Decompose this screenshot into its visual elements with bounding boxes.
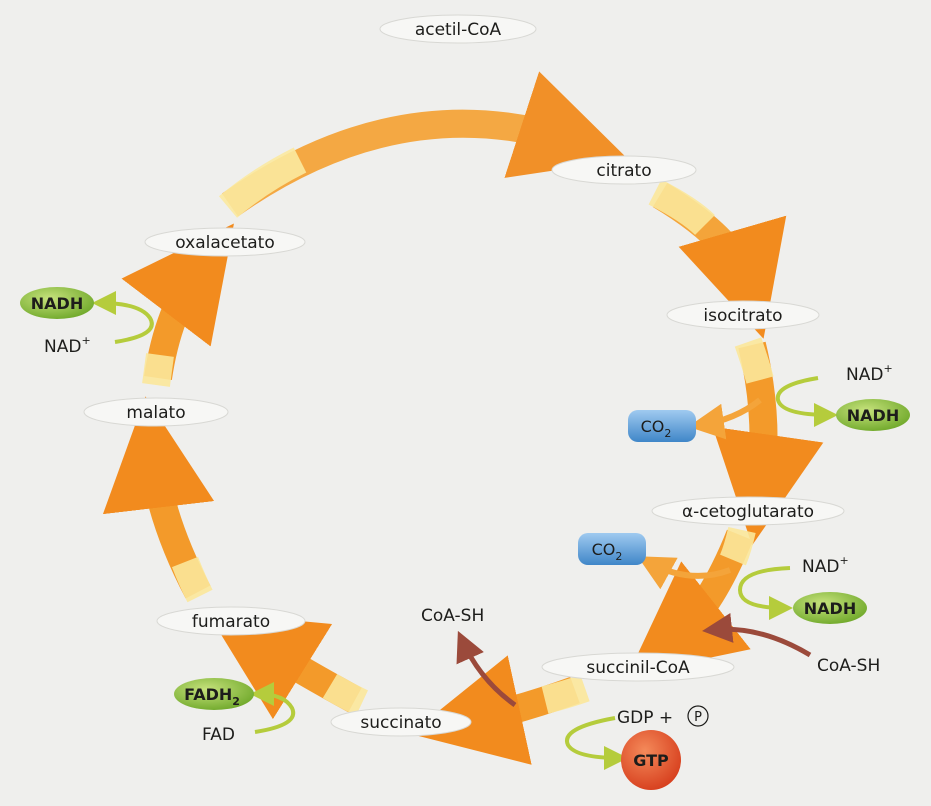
arrow-co2-ketoglutarate xyxy=(637,556,732,590)
node-citrate: citrato xyxy=(551,155,697,185)
node-succinate: succinato xyxy=(330,707,472,737)
phosphate-label: P xyxy=(694,710,702,725)
node-isocitrate: isocitrato xyxy=(666,300,820,330)
co2-pill-ketoglutarate: CO2 xyxy=(578,533,646,565)
cycle-arrows xyxy=(102,45,824,765)
nad-label-ketoglutarate: NAD+ xyxy=(802,554,849,577)
intermediate-nodes: acetil-CoA citrato isocitrato α-cetoglut… xyxy=(83,14,845,737)
side-arrows xyxy=(92,291,838,770)
label-fumarate: fumarato xyxy=(192,612,270,632)
fadh2-pill: FADH2 xyxy=(174,678,254,710)
arrow-fad-to-fadh2 xyxy=(250,682,296,734)
node-acetyl-coa: acetil-CoA xyxy=(379,14,537,44)
node-oxaloacetate: oxalacetato xyxy=(144,227,306,257)
nadh-label-left: NADH xyxy=(31,294,83,313)
gtp-label: GTP xyxy=(633,751,669,770)
node-alpha-ketoglutarate: α-cetoglutarato xyxy=(651,496,845,526)
label-oxaloacetate: oxalacetato xyxy=(175,233,274,253)
label-succinate: succinato xyxy=(360,713,441,733)
gdp-label: GDP + xyxy=(617,708,673,728)
node-fumarate: fumarato xyxy=(156,606,306,636)
arrow-coa-sh-out xyxy=(456,630,517,708)
nadh-label-isocitrate: NADH xyxy=(847,406,899,425)
arrow-nad-to-nadh-isocitrate xyxy=(775,376,838,427)
gtp-ball: GTP xyxy=(621,730,681,790)
arrow-co2-isocitrate xyxy=(688,397,762,440)
label-isocitrate: isocitrato xyxy=(703,306,782,326)
nad-label-isocitrate: NAD+ xyxy=(846,362,893,385)
label-alpha-ketoglutarate: α-cetoglutarato xyxy=(682,502,814,522)
label-malate: malato xyxy=(126,403,185,423)
arrow-gdp-to-gtp xyxy=(565,716,628,770)
co2-pill-isocitrate: CO2 xyxy=(628,410,696,442)
node-malate: malato xyxy=(83,397,229,427)
nadh-pill-ketoglutarate: NADH xyxy=(793,592,867,624)
nadh-pill-left: NADH xyxy=(20,287,94,319)
arrow-nad-to-nadh-left xyxy=(92,291,154,344)
co2-label-isocitrate: CO2 xyxy=(641,417,672,440)
fadh2-label: FADH2 xyxy=(184,685,240,708)
node-succinyl-coa: succinil-CoA xyxy=(541,652,735,682)
label-citrate: citrato xyxy=(596,161,651,181)
co2-label-ketoglutarate: CO2 xyxy=(592,540,623,563)
fad-label: FAD xyxy=(202,725,235,745)
label-acetyl-coa: acetil-CoA xyxy=(415,20,502,40)
nadh-pill-isocitrate: NADH xyxy=(836,399,910,431)
arrow-nad-to-nadh-ketoglutarate xyxy=(737,566,793,620)
nad-label-left: NAD+ xyxy=(44,334,91,357)
cofactors: NADH NAD+ NAD+ NADH CO2 CO2 NAD+ NADH Co… xyxy=(20,287,910,790)
phosphate-icon: P xyxy=(687,705,709,727)
coa-sh-out-label: CoA-SH xyxy=(421,606,484,626)
coa-sh-in-label: CoA-SH xyxy=(817,656,880,676)
label-succinyl-coa: succinil-CoA xyxy=(586,658,690,678)
arrow-coa-sh-in xyxy=(702,613,812,658)
nadh-label-ketoglutarate: NADH xyxy=(804,599,856,618)
